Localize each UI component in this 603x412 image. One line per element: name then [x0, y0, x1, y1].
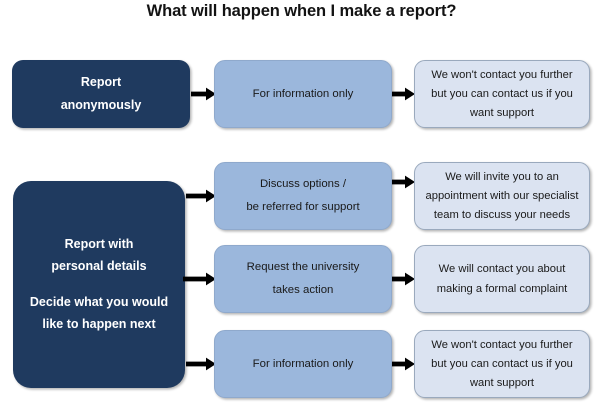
arrow-anon-option-to-outcome — [392, 87, 415, 101]
node-line: Decide what you would — [29, 294, 169, 309]
arrow-personal-source-to-branch2 — [183, 272, 216, 286]
arrow-anon-source-to-option — [191, 87, 216, 101]
node-line: Report — [80, 75, 122, 90]
node-branch2-outcome-formal-complaint[interactable]: We will contact you about making a forma… — [414, 245, 590, 313]
node-branch1-outcome-appointment[interactable]: We will invite you to an appointment wit… — [414, 162, 590, 230]
node-anon-for-information-only[interactable]: For information only — [214, 60, 392, 128]
page-title: What will happen when I make a report? — [146, 2, 457, 20]
node-branch3-outcome-no-contact[interactable]: We won't contact you further but you can… — [414, 330, 590, 398]
node-line: but you can contact us if you — [431, 87, 573, 100]
node-line: We won't contact you further — [431, 68, 573, 81]
arrow-personal-source-to-branch3 — [186, 357, 216, 371]
node-anon-outcome-no-contact[interactable]: We won't contact you further but you can… — [414, 60, 590, 128]
node-line: making a formal complaint — [436, 282, 568, 295]
arrow-branch3-option-to-outcome — [392, 357, 415, 371]
node-line: want support — [469, 107, 535, 120]
node-line: takes action — [272, 284, 334, 296]
node-line: For information only — [252, 87, 354, 100]
node-line: Report with — [64, 237, 134, 252]
node-branch3-option-for-information-only[interactable]: For information only — [214, 330, 392, 398]
node-line: want support — [469, 377, 535, 390]
node-report-anonymously[interactable]: Report anonymously — [12, 60, 190, 128]
node-line: Discuss options / — [259, 178, 347, 191]
node-line: team to discuss your needs — [433, 209, 571, 222]
node-branch1-option-discuss-options[interactable]: Discuss options / be referred for suppor… — [214, 162, 392, 230]
arrow-branch2-option-to-outcome — [392, 272, 415, 286]
node-line: Request the university — [246, 261, 360, 274]
node-line: anonymously — [60, 97, 142, 112]
node-line: For information only — [252, 357, 354, 370]
arrow-personal-source-to-branch1 — [186, 189, 216, 203]
node-line: appointment with our specialist — [425, 189, 579, 202]
node-line: but you can contact us if you — [431, 357, 573, 370]
node-line: like to happen next — [42, 316, 156, 331]
node-line: personal details — [51, 259, 147, 274]
arrow-branch1-option-to-outcome — [392, 175, 415, 189]
node-line: We will invite you to an — [445, 170, 559, 183]
node-line: be referred for support — [246, 201, 360, 213]
node-branch2-option-request-action[interactable]: Request the university takes action — [214, 245, 392, 313]
node-line: We will contact you about — [438, 263, 566, 276]
node-line: We won't contact you further — [431, 338, 573, 351]
node-report-with-personal-details[interactable]: Report with personal details Decide what… — [13, 181, 185, 388]
